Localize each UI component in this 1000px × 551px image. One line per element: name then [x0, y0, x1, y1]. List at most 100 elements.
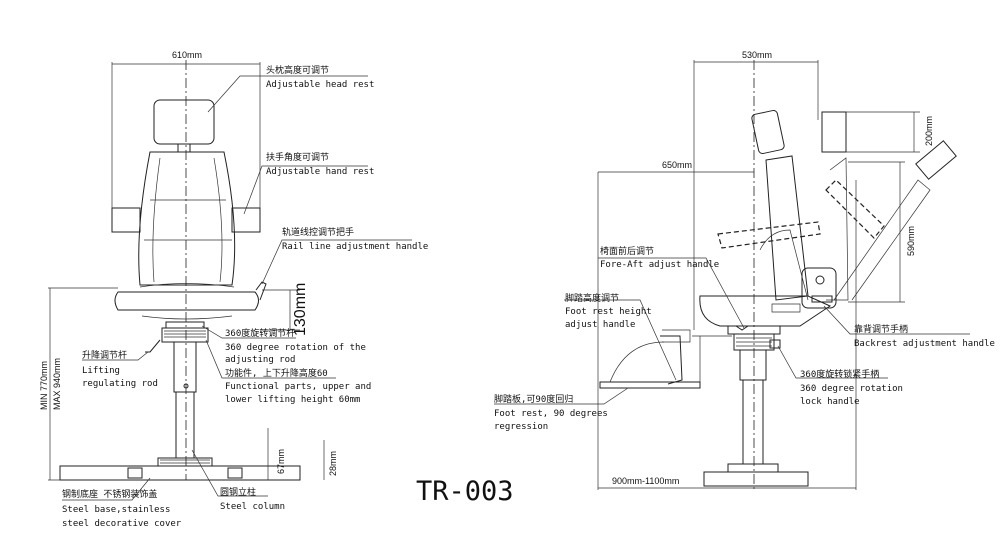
foot-rest-arc — [609, 341, 665, 383]
callout-lock-en1: 360 degree rotation — [800, 384, 903, 394]
leader-lifting — [82, 351, 149, 361]
foot-height-bracket — [662, 329, 691, 343]
callout-fore-aft-en: Fore-Aft adjust handle — [600, 260, 719, 270]
dim-headrest: 200mm — [924, 116, 934, 146]
headrest — [153, 99, 215, 145]
base-cover-ribs — [160, 459, 210, 464]
functional-part-ribs — [164, 330, 206, 338]
dim-lift-lines — [262, 289, 300, 331]
rail-handle — [255, 281, 267, 301]
dim-base-range: 900mm-1100mm — [612, 476, 679, 486]
leader-rail — [261, 239, 412, 285]
side-headrest — [751, 109, 785, 155]
side-view-chair — [599, 60, 957, 490]
dim-side-width: 530mm — [742, 50, 772, 60]
steel-column — [175, 391, 195, 459]
callout-foot-rest-cn: 脚踏板,可90度回归 — [494, 393, 573, 405]
dim-depth-lines — [597, 171, 754, 490]
side-steel-column — [742, 379, 764, 465]
seat-edges — [139, 283, 235, 320]
armrest-dashed-up — [825, 179, 885, 239]
callout-rail-cn: 轨道线控调节把手 — [282, 226, 354, 238]
base-mount-right — [227, 467, 243, 479]
callout-fore-aft-cn: 椅面前后调节 — [600, 245, 654, 257]
lifting-lever — [145, 339, 161, 353]
side-base — [703, 471, 809, 487]
dim-side-depth: 650mm — [662, 160, 692, 170]
model-title: TR-003 — [416, 476, 514, 507]
dim-width-lines — [111, 62, 261, 208]
leader-fore-aft — [598, 257, 745, 329]
seat-cushion — [114, 291, 259, 311]
side-dimensions: 530mm 650mm 200mm 590mm 900mm-1100mm — [597, 50, 934, 490]
side-seat — [699, 295, 832, 327]
armrest-left — [111, 207, 141, 233]
callout-foot-height-en2: adjust handle — [565, 320, 635, 330]
callout-head-rest-cn: 头枕高度可调节 — [266, 64, 329, 76]
side-backrest-frame — [826, 157, 849, 301]
swivel-plate — [165, 321, 205, 329]
callout-functional-en1: Functional parts, upper and — [225, 382, 371, 392]
callout-rotation-en2: adjusting rod — [225, 355, 295, 365]
callout-foot-height-cn: 脚踏高度调节 — [565, 292, 619, 304]
callout-rotation-en1: 360 degree rotation of the — [225, 343, 366, 353]
dim-base-lines — [267, 428, 325, 480]
dim-min-height: MIN 770mm — [39, 361, 49, 410]
dim-height-lines — [48, 287, 118, 481]
callout-column-cn: 圆钢立柱 — [220, 486, 256, 498]
steel-base — [59, 465, 301, 481]
base-cover — [157, 457, 213, 467]
callout-base-en1: Steel base,stainless — [62, 505, 170, 515]
headrest-posts — [177, 144, 191, 152]
leader-hand-rest — [243, 165, 368, 215]
leader-base — [62, 477, 151, 501]
dim-base-67: 67mm — [276, 449, 286, 474]
callout-rotation-cn: 360度旋转调节杆 — [225, 327, 295, 339]
dim-recline: 590mm — [906, 226, 916, 256]
dim-front-width: 610mm — [172, 50, 202, 60]
callout-lifting-en1: Lifting — [82, 366, 120, 376]
backrest-bolsters — [152, 157, 223, 283]
backrest-handle-knob — [815, 275, 825, 285]
dim-base-range-lines — [598, 180, 857, 490]
leader-head-rest — [207, 75, 368, 113]
lock-handle — [769, 339, 781, 349]
leader-foot-height — [564, 299, 677, 381]
callout-foot-height-en1: Foot rest height — [565, 307, 652, 317]
callout-lock-cn: 360度旋转锁紧手柄 — [800, 368, 879, 380]
callout-functional-en2: lower lifting height 60mm — [225, 395, 360, 405]
callout-hand-rest-en: Adjustable hand rest — [266, 167, 374, 177]
leader-rotation — [201, 325, 296, 339]
callout-lifting-en2: regulating rod — [82, 379, 158, 389]
callout-rail-en: Rail line adjustment handle — [282, 242, 428, 252]
armrest-dashed-down — [717, 221, 821, 249]
dim-lift: 130mm — [292, 283, 309, 336]
front-callouts: 头枕高度可调节 Adjustable head rest 扶手角度可调节 Adj… — [62, 64, 428, 529]
functional-part — [161, 327, 209, 343]
leader-foot-rest — [494, 387, 629, 405]
side-back-support — [759, 229, 809, 301]
fore-aft-lever — [735, 325, 749, 331]
fore-aft-handle — [771, 303, 801, 313]
dim-max-height: MAX 940mm — [52, 358, 62, 410]
callout-head-rest-en: Adjustable head rest — [266, 80, 374, 90]
dim-headrest-lines — [846, 111, 920, 153]
backrest — [138, 151, 236, 286]
foot-rest-arm — [660, 335, 683, 385]
callout-column-en: Steel column — [220, 502, 285, 512]
callout-hand-rest-cn: 扶手角度可调节 — [266, 151, 329, 163]
side-headrest-raised — [821, 111, 847, 153]
leader-functional — [205, 339, 336, 379]
backrest-seams — [144, 199, 232, 241]
callout-backrest-en: Backrest adjustment handle — [854, 339, 995, 349]
callout-lifting-cn: 升降调节杆 — [82, 349, 127, 361]
side-base-cover — [727, 463, 779, 473]
leader-backrest — [823, 305, 970, 335]
armrest-right — [231, 207, 261, 233]
foot-rest-plate — [599, 381, 701, 389]
side-callouts: 椅面前后调节 Fore-Aft adjust handle 脚踏高度调节 Foo… — [494, 245, 995, 432]
front-view-chair — [59, 60, 301, 481]
callout-backrest-cn: 靠背调节手柄 — [854, 323, 908, 335]
